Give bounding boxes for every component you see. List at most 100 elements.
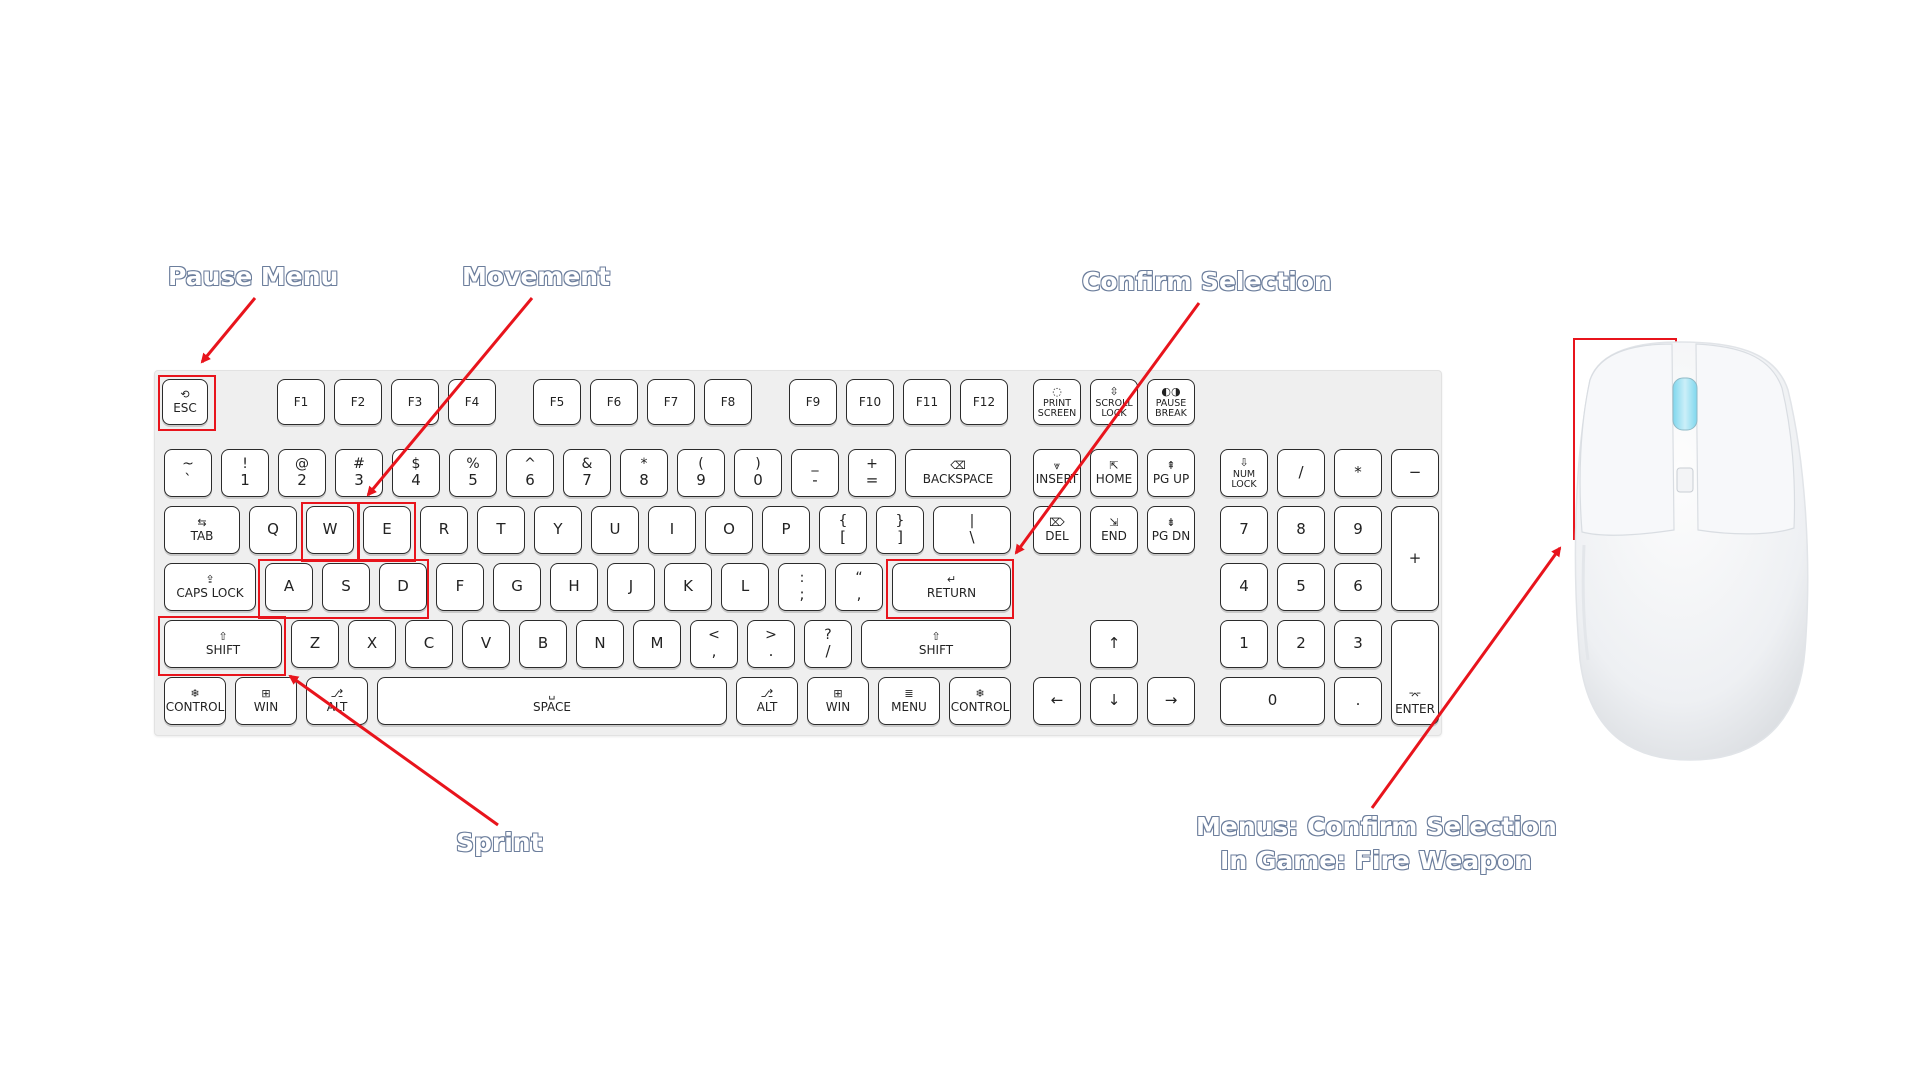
key-arrow-down[interactable]: ↓ [1090, 677, 1138, 725]
key-numpad-0[interactable]: 0 [1220, 677, 1325, 725]
key-tilde[interactable]: ~` [164, 449, 212, 497]
key-w[interactable]: W [306, 506, 354, 554]
key-caps-lock[interactable]: ⇪CAPS LOCK [164, 563, 256, 611]
key-n[interactable]: N [576, 620, 624, 668]
key-x[interactable]: X [348, 620, 396, 668]
key-l[interactable]: L [721, 563, 769, 611]
key-j[interactable]: J [607, 563, 655, 611]
key-4[interactable]: $4 [392, 449, 440, 497]
key-u[interactable]: U [591, 506, 639, 554]
key-f4[interactable]: F4 [448, 379, 496, 425]
key-f11[interactable]: F11 [903, 379, 951, 425]
key-numpad-divide[interactable]: / [1277, 449, 1325, 497]
mouse-scroll-wheel[interactable] [1672, 377, 1698, 431]
key-numpad-multiply[interactable]: * [1334, 449, 1382, 497]
key-f12[interactable]: F12 [960, 379, 1008, 425]
key-left-control[interactable]: ❄CONTROL [164, 677, 226, 725]
key-home[interactable]: ⇱HOME [1090, 449, 1138, 497]
key-6[interactable]: ^6 [506, 449, 554, 497]
key-f9[interactable]: F9 [789, 379, 837, 425]
key-v[interactable]: V [462, 620, 510, 668]
key-t[interactable]: T [477, 506, 525, 554]
key-f2[interactable]: F2 [334, 379, 382, 425]
key-0[interactable]: )0 [734, 449, 782, 497]
key-f1[interactable]: F1 [277, 379, 325, 425]
key-f8[interactable]: F8 [704, 379, 752, 425]
key-numpad-5[interactable]: 5 [1277, 563, 1325, 611]
key-b[interactable]: B [519, 620, 567, 668]
key-right-alt[interactable]: ⎇ALT [736, 677, 798, 725]
key-arrow-left[interactable]: ← [1033, 677, 1081, 725]
key-arrow-right[interactable]: → [1147, 677, 1195, 725]
key-semicolon[interactable]: :; [778, 563, 826, 611]
key-numpad-7[interactable]: 7 [1220, 506, 1268, 554]
key-numpad-1[interactable]: 1 [1220, 620, 1268, 668]
key-left-win[interactable]: ⊞WIN [235, 677, 297, 725]
key-equals[interactable]: += [848, 449, 896, 497]
key-f6[interactable]: F6 [590, 379, 638, 425]
key-3[interactable]: #3 [335, 449, 383, 497]
key-8[interactable]: *8 [620, 449, 668, 497]
key-space[interactable]: ␣SPACE [377, 677, 727, 725]
mouse-left-button[interactable] [1579, 343, 1675, 536]
key-right-win[interactable]: ⊞WIN [807, 677, 869, 725]
key-numpad-2[interactable]: 2 [1277, 620, 1325, 668]
key-end[interactable]: ⇲END [1090, 506, 1138, 554]
key-numpad-4[interactable]: 4 [1220, 563, 1268, 611]
key-z[interactable]: Z [291, 620, 339, 668]
key-right-bracket[interactable]: }] [876, 506, 924, 554]
key-numpad-8[interactable]: 8 [1277, 506, 1325, 554]
key-backslash[interactable]: |\ [933, 506, 1011, 554]
key-return[interactable]: ↵RETURN [892, 563, 1011, 611]
key-f[interactable]: F [436, 563, 484, 611]
key-h[interactable]: H [550, 563, 598, 611]
key-k[interactable]: K [664, 563, 712, 611]
key-numpad-3[interactable]: 3 [1334, 620, 1382, 668]
key-y[interactable]: Y [534, 506, 582, 554]
key-esc[interactable]: ⟲ESC [162, 379, 208, 425]
key-7[interactable]: &7 [563, 449, 611, 497]
key-q[interactable]: Q [249, 506, 297, 554]
key-o[interactable]: O [705, 506, 753, 554]
key-2[interactable]: @2 [278, 449, 326, 497]
key-s[interactable]: S [322, 563, 370, 611]
key-left-bracket[interactable]: {[ [819, 506, 867, 554]
key-period[interactable]: >. [747, 620, 795, 668]
key-f7[interactable]: F7 [647, 379, 695, 425]
key-numpad-add[interactable]: + [1391, 506, 1439, 611]
key-arrow-up[interactable]: ↑ [1090, 620, 1138, 668]
key-page-down[interactable]: ⇟PG DN [1147, 506, 1195, 554]
key-5[interactable]: %5 [449, 449, 497, 497]
key-right-control[interactable]: ❄CONTROL [949, 677, 1011, 725]
key-numpad-6[interactable]: 6 [1334, 563, 1382, 611]
key-9[interactable]: (9 [677, 449, 725, 497]
key-1[interactable]: !1 [221, 449, 269, 497]
mouse-dpi-button[interactable] [1676, 467, 1694, 493]
key-backspace[interactable]: ⌫BACKSPACE [905, 449, 1011, 497]
key-i[interactable]: I [648, 506, 696, 554]
key-slash[interactable]: ?/ [804, 620, 852, 668]
key-page-up[interactable]: ⇞PG UP [1147, 449, 1195, 497]
key-m[interactable]: M [633, 620, 681, 668]
key-numpad-enter[interactable]: ⌤ENTER [1391, 620, 1439, 725]
key-a[interactable]: A [265, 563, 313, 611]
key-quote[interactable]: “, [835, 563, 883, 611]
key-minus[interactable]: _- [791, 449, 839, 497]
key-numpad-9[interactable]: 9 [1334, 506, 1382, 554]
key-f5[interactable]: F5 [533, 379, 581, 425]
key-e[interactable]: E [363, 506, 411, 554]
key-g[interactable]: G [493, 563, 541, 611]
key-numpad-subtract[interactable]: − [1391, 449, 1439, 497]
key-numpad-decimal[interactable]: . [1334, 677, 1382, 725]
key-r[interactable]: R [420, 506, 468, 554]
mouse-right-button[interactable] [1695, 343, 1796, 535]
key-comma[interactable]: <, [690, 620, 738, 668]
key-left-shift[interactable]: ⇧SHIFT [164, 620, 282, 668]
key-d[interactable]: D [379, 563, 427, 611]
key-f10[interactable]: F10 [846, 379, 894, 425]
key-menu[interactable]: ≣MENU [878, 677, 940, 725]
